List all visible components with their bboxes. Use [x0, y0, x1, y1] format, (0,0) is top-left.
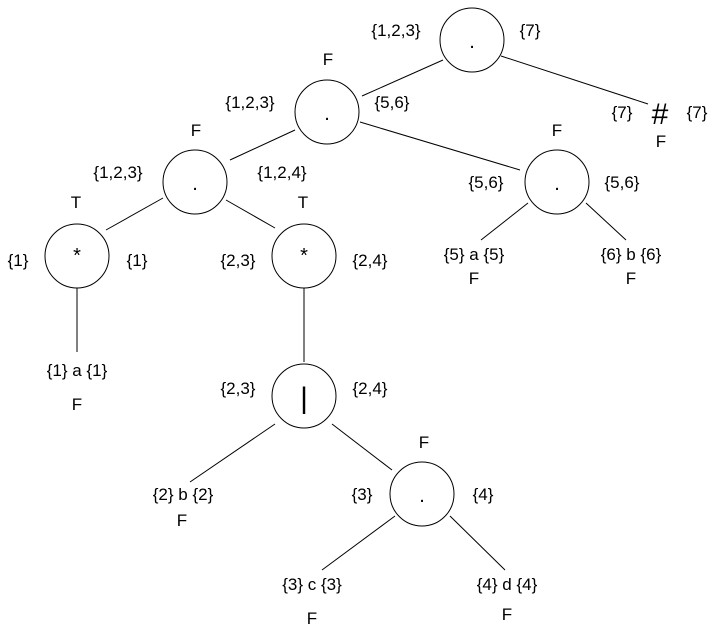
node-root-circle: [439, 7, 505, 73]
node-n2-circle: [294, 79, 360, 145]
node-pipe-symbol: |: [300, 382, 308, 415]
edge-n2-n3: [229, 129, 296, 161]
tree-edges: [76, 55, 649, 571]
node-root-firstpos: {1,2,3}: [371, 21, 420, 40]
tree-nodes: [44, 7, 590, 527]
node-pipe-firstpos: {2,3}: [221, 379, 256, 398]
node-n2-lastpos: {5,6}: [375, 93, 410, 112]
node-star1-firstpos: {1}: [8, 251, 29, 270]
leaf-a1-nullable: F: [72, 395, 82, 414]
node-cat56-nullable: F: [552, 121, 562, 140]
node-root-lastpos: {7}: [520, 21, 541, 40]
node-cat56-lastpos: {5,6}: [605, 173, 640, 192]
leaf-b2-label: {2} b {2}: [153, 485, 214, 504]
node-star2-lastpos: {2,4}: [353, 251, 388, 270]
leaf-c3-nullable: F: [307, 609, 317, 628]
node-star1-symbol: *: [73, 245, 81, 267]
node-n2-nullable: F: [323, 50, 333, 69]
leaf-d4-label: {4} d {4}: [477, 575, 538, 594]
leaf-hash-firstpos: {7}: [612, 103, 633, 122]
leaf-a1-label: {1} a {1}: [47, 361, 108, 380]
node-n3-firstpos: {1,2,3}: [93, 163, 142, 182]
leaf-hash-symbol: #: [652, 98, 669, 131]
node-cat34-firstpos: {3}: [352, 485, 373, 504]
node-n3-circle: [162, 149, 228, 215]
node-star1-circle: [44, 223, 110, 289]
node-star1-lastpos: {1}: [127, 251, 148, 270]
node-cat56-firstpos: {5,6}: [469, 173, 504, 192]
leaf-b6-nullable: F: [626, 269, 636, 288]
edge-n3-star1: [105, 197, 164, 231]
leaf-a5-label: {5} a {5}: [444, 245, 505, 264]
node-n3-nullable: F: [191, 121, 201, 140]
node-star2-nullable: T: [298, 193, 308, 212]
node-n3-symbol: .: [192, 173, 198, 195]
node-cat34-circle: [389, 461, 455, 527]
node-cat56-symbol: .: [554, 173, 560, 195]
leaf-b6-label: {6} b {6}: [601, 245, 662, 264]
node-n2-firstpos: {1,2,3}: [225, 93, 274, 112]
edge-cat56-a5: [480, 202, 529, 241]
node-pipe-circle: [271, 363, 337, 429]
node-n3-lastpos: {1,2,4}: [257, 163, 306, 182]
edge-root-n2: [361, 59, 444, 97]
edge-pipe-cat34: [331, 423, 393, 471]
node-cat56-circle: [524, 149, 590, 215]
node-star2-firstpos: {2,3}: [221, 251, 256, 270]
leaf-c3-label: {3} c {3}: [282, 575, 342, 594]
edge-cat34-c3: [321, 515, 396, 571]
edge-n2-cat56: [359, 121, 521, 171]
node-root-symbol: .: [469, 31, 475, 53]
leaf-b2-nullable: F: [177, 511, 187, 530]
node-n2-symbol: .: [324, 103, 330, 125]
node-cat34-lastpos: {4}: [473, 485, 494, 504]
node-star1-nullable: T: [71, 193, 81, 212]
edge-n3-star2: [225, 199, 276, 229]
node-pipe-lastpos: {2,4}: [353, 379, 388, 398]
edge-cat56-b6: [585, 202, 627, 241]
node-cat34-nullable: F: [419, 433, 429, 452]
node-star2-symbol: *: [300, 245, 308, 267]
leaf-d4-nullable: F: [502, 605, 512, 624]
leaf-hash-nullable: F: [656, 132, 666, 151]
edge-cat34-d4: [449, 515, 506, 571]
leaf-a5-nullable: F: [469, 269, 479, 288]
edge-pipe-b2: [189, 423, 276, 483]
node-cat34-symbol: .: [419, 485, 425, 507]
leaf-hash-lastpos: {7}: [687, 103, 708, 122]
edge-root-hash: [500, 55, 649, 105]
node-star2-circle: [271, 223, 337, 289]
